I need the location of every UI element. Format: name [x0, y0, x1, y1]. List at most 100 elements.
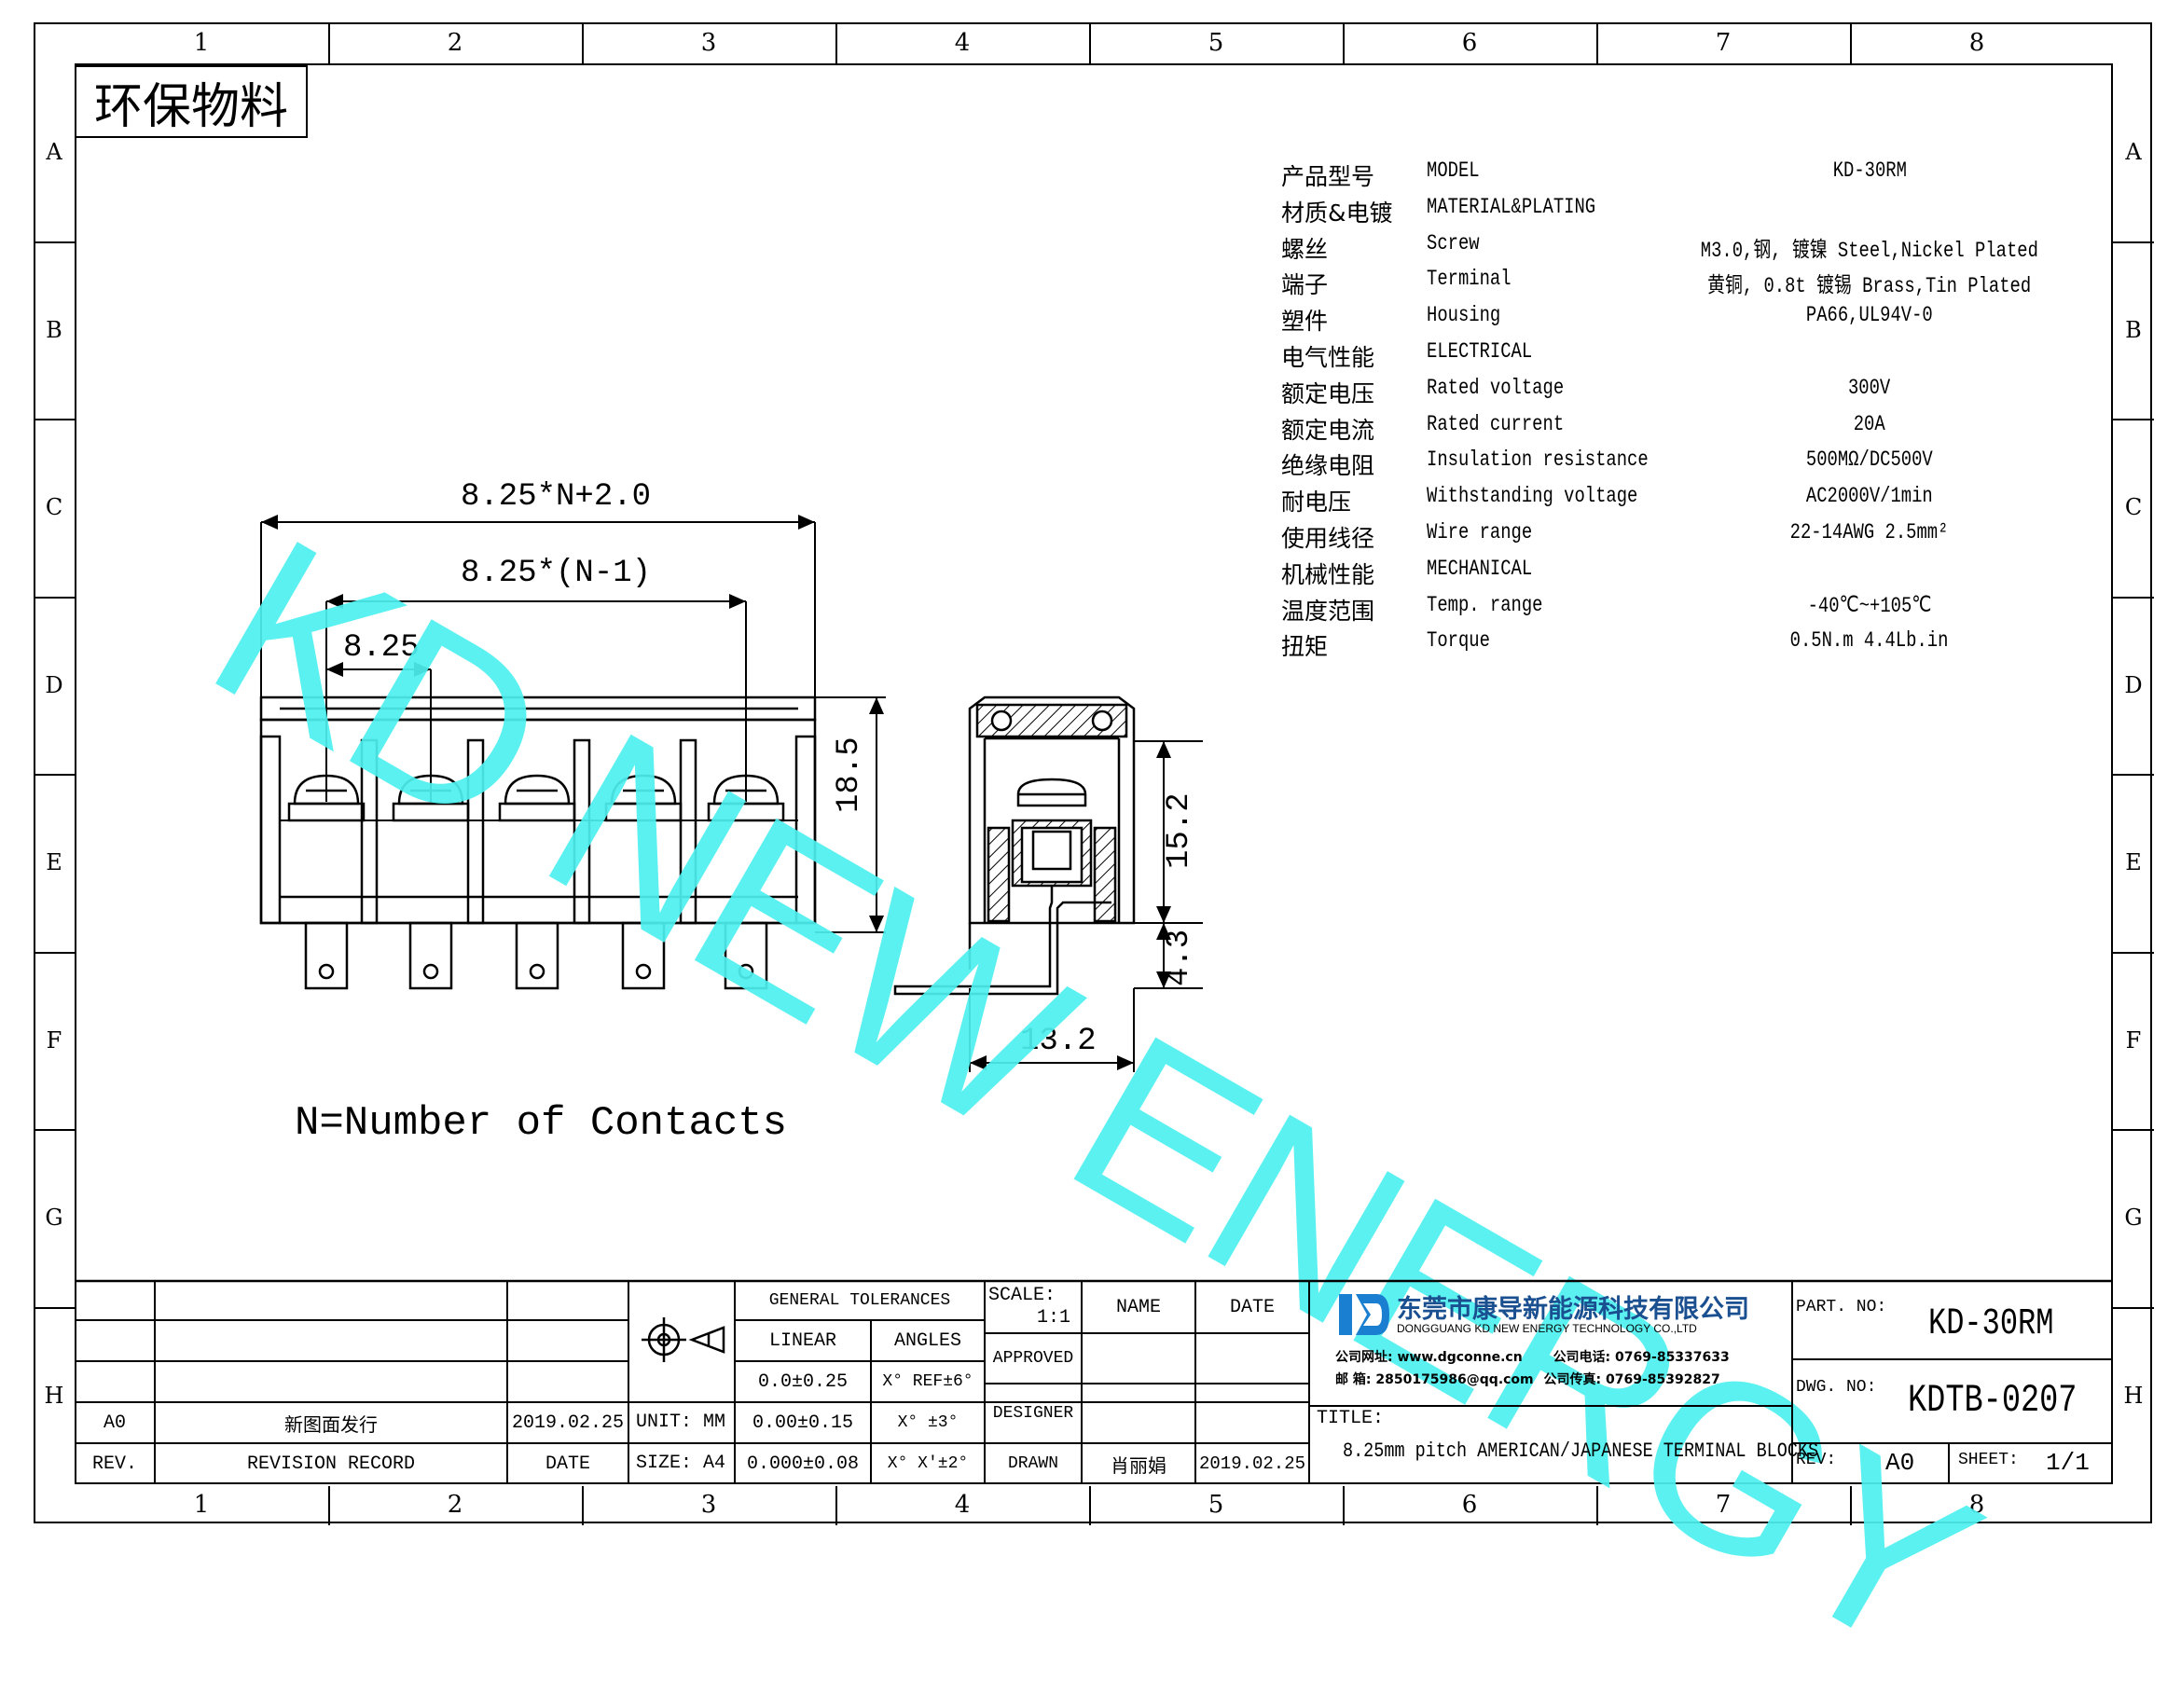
spec-label-en: MATERIAL&PLATING	[1427, 194, 1596, 219]
barrier	[466, 738, 485, 925]
zone-divider	[2113, 1129, 2154, 1131]
spec-label-cn: 额定电流	[1281, 416, 1375, 444]
zone-divider	[34, 241, 75, 243]
scale-label: SCALE:	[988, 1285, 1056, 1306]
date-header-2: DATE	[1229, 1296, 1275, 1318]
spec-value-text: KD-30RM	[1832, 158, 1907, 183]
website: www.dgconne.cn	[1397, 1350, 1523, 1365]
spec-label-en: MECHANICAL	[1427, 556, 1533, 581]
pin-hole	[422, 963, 439, 980]
pin	[621, 921, 666, 990]
dim-overall-width: 8.25*N+2.0	[461, 479, 652, 515]
zone-divider	[2113, 951, 2154, 954]
column-zone-label: 5	[1208, 1491, 1224, 1519]
dim-depth: 13.2	[1020, 1024, 1097, 1059]
row-zone-label: E	[46, 849, 62, 876]
tolerance-angle: X° X'±2°	[887, 1454, 969, 1473]
general-tolerances: GENERAL TOLERANCES	[768, 1291, 951, 1310]
dim-pitch: 8.25	[343, 630, 420, 666]
email-label: 邮 箱:	[1335, 1372, 1372, 1387]
row-zone-label: A	[46, 139, 62, 166]
row-zone-label: H	[2123, 1382, 2144, 1409]
spec-label-cn: 螺丝	[1281, 235, 1329, 263]
row-zone-label: D	[2124, 671, 2143, 698]
linear-header: LINEAR	[768, 1329, 836, 1352]
inner-frame	[75, 63, 2113, 1484]
zone-divider	[2113, 774, 2154, 776]
spec-value: AC2000V/1min	[1641, 484, 2098, 508]
pin-hole	[635, 963, 652, 980]
spec-label-cn: 材质&电镀	[1281, 199, 1393, 227]
record-header: REVISION RECORD	[246, 1453, 416, 1475]
column-zone-label: 6	[1461, 1491, 1478, 1519]
spec-label-cn: 耐电压	[1281, 489, 1352, 517]
zone-divider	[328, 24, 330, 63]
zone-divider	[2113, 596, 2154, 599]
outer-frame	[34, 22, 2152, 1523]
spec-label-en: Torque	[1427, 628, 1490, 654]
zone-divider	[1089, 24, 1091, 63]
column-zone-label: 3	[700, 1491, 717, 1519]
spec-label-en: Insulation resistance	[1427, 448, 1649, 473]
front-view	[259, 696, 817, 990]
zone-divider	[1089, 1486, 1091, 1525]
fax-label: 公司传真:	[1543, 1372, 1602, 1387]
sheet-label: SHEET:	[1958, 1451, 2019, 1469]
dim-pitch-sum: 8.25*(N-1)	[461, 556, 652, 591]
spec-value-text: -40℃~+105℃	[1807, 593, 1932, 618]
pin	[304, 921, 349, 990]
revision-record: 新图面发行	[284, 1412, 378, 1436]
scale-value: 1:1	[1037, 1307, 1071, 1329]
eco-badge-text: 环保物料	[93, 78, 288, 135]
company-logo	[1339, 1294, 1389, 1335]
screw-washer	[287, 802, 366, 822]
spec-value: 黄铜, 0.8t 镀锡 Brass,Tin Plated	[1641, 267, 2098, 298]
column-zone-label: 6	[1461, 29, 1478, 57]
zone-divider	[2113, 419, 2154, 420]
technical-drawing	[259, 515, 1203, 1362]
spec-value-text: 黄铜, 0.8t 镀锡 Brass,Tin Plated	[1707, 274, 2032, 299]
eco-badge: 环保物料	[75, 65, 308, 138]
row-zone-label: B	[46, 316, 62, 343]
zone-divider	[1343, 24, 1345, 63]
zone-divider	[1596, 1486, 1598, 1525]
row-zone-label: B	[2125, 316, 2142, 343]
spec-value: PA66,UL94V-0	[1641, 303, 2098, 327]
zone-divider	[34, 1129, 75, 1131]
spec-value-text: AC2000V/1min	[1806, 484, 1933, 509]
spec-value: 500MΩ/DC500V	[1641, 448, 2098, 472]
projection-symbol	[642, 1317, 725, 1362]
spec-label-en: Housing	[1427, 303, 1501, 328]
zone-divider	[328, 1486, 330, 1525]
size-label: SIZE: A4	[636, 1453, 726, 1474]
company-contacts: 公司网址: www.dgconne.cn 公司电话: 0769-85337633…	[1335, 1346, 1730, 1391]
zone-divider	[34, 774, 75, 776]
barrier	[679, 738, 697, 925]
spec-value: -40℃~+105℃	[1641, 593, 2098, 618]
pin	[724, 921, 768, 990]
screw-head	[610, 774, 677, 806]
drawn-name: 肖丽娟	[1111, 1453, 1166, 1477]
barrier	[360, 738, 379, 925]
spec-value: KD-30RM	[1641, 158, 2098, 183]
column-zone-label: 5	[1208, 29, 1224, 57]
date-header: DATE	[545, 1453, 590, 1475]
spec-label-cn: 塑件	[1281, 308, 1329, 336]
row-zone-label: F	[2125, 1026, 2142, 1054]
unit-label: UNIT: MM	[636, 1412, 726, 1433]
spec-label-cn: 端子	[1281, 271, 1329, 299]
website-label: 公司网址:	[1335, 1350, 1393, 1365]
spec-value: 300V	[1641, 376, 2098, 400]
tolerance-angle: X° ±3°	[897, 1413, 959, 1432]
phone: 0769-85337633	[1615, 1350, 1730, 1365]
part-no: KD-30RM	[1928, 1303, 2054, 1345]
pin	[515, 921, 559, 990]
spec-value-text: 20A	[1854, 411, 1885, 436]
contacts-note: N=Number of Contacts	[295, 1100, 788, 1147]
pin-hole	[318, 963, 335, 980]
spec-value-text: 22-14AWG 2.5mm²	[1790, 520, 1949, 544]
screw-washer	[604, 802, 683, 822]
spec-value: 22-14AWG 2.5mm²	[1641, 520, 2098, 544]
screw-washer	[498, 802, 576, 822]
column-zone-label: 4	[954, 1491, 971, 1519]
